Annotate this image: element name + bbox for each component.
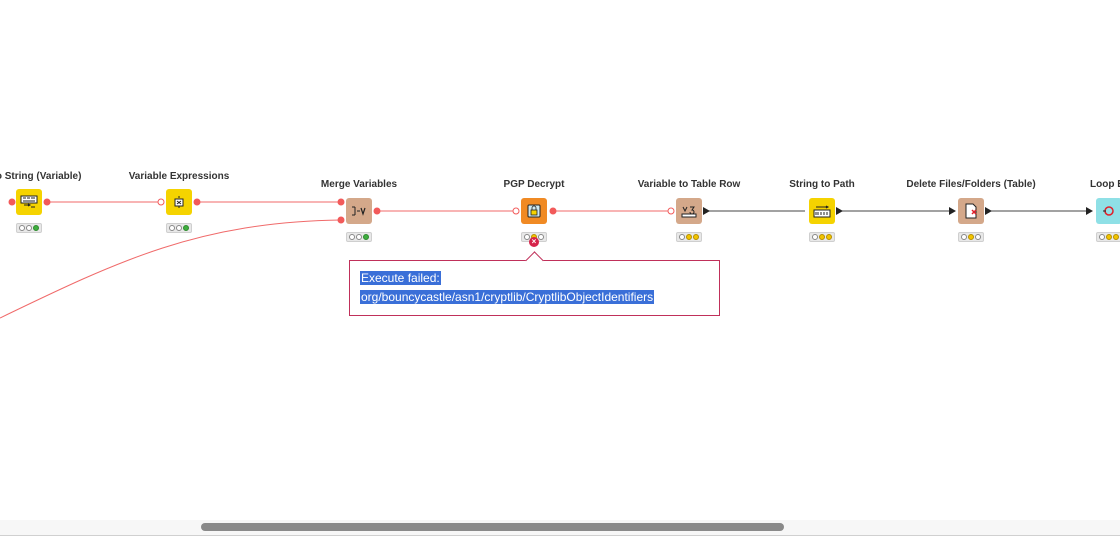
port-n4-out[interactable]	[549, 207, 557, 215]
node-status-n7	[958, 232, 984, 242]
status-light	[169, 225, 175, 231]
status-light	[19, 225, 25, 231]
status-light-green	[33, 225, 39, 231]
status-light-green	[183, 225, 189, 231]
port-n4-in[interactable]	[512, 207, 520, 215]
status-light	[176, 225, 182, 231]
status-light-yellow	[819, 234, 825, 240]
status-light	[961, 234, 967, 240]
node-label-to-string-variable[interactable]: to String (Variable)	[0, 171, 82, 182]
node-status-n8	[1096, 232, 1120, 242]
status-light	[26, 225, 32, 231]
port-n3-out[interactable]	[373, 207, 381, 215]
node-variable-expressions[interactable]	[166, 189, 192, 215]
node-to-string-variable[interactable]	[16, 189, 42, 215]
node-pgp-decrypt[interactable]	[521, 198, 547, 224]
port-n7-in[interactable]	[949, 207, 956, 215]
status-light	[524, 234, 530, 240]
status-light-yellow	[968, 234, 974, 240]
status-light	[349, 234, 355, 240]
status-light-yellow	[686, 234, 692, 240]
status-light	[356, 234, 362, 240]
node-label-merge-variables[interactable]: Merge Variables	[320, 179, 398, 190]
port-n5-in[interactable]	[667, 207, 675, 215]
pgp-decrypt-icon	[527, 204, 541, 218]
port-n3-in1[interactable]	[337, 198, 345, 206]
variable-to-row-icon	[681, 206, 697, 218]
status-light-yellow	[1113, 234, 1119, 240]
merge-variables-icon	[352, 206, 366, 216]
node-status-n6	[809, 232, 835, 242]
node-label-pgp-decrypt[interactable]: PGP Decrypt	[503, 179, 565, 190]
port-n6-out[interactable]	[836, 207, 843, 215]
port-n2-out[interactable]	[193, 198, 201, 206]
node-status-n3	[346, 232, 372, 242]
horizontal-scrollbar-thumb[interactable]	[201, 523, 784, 531]
status-light-yellow	[1106, 234, 1112, 240]
node-variable-to-table-row[interactable]	[676, 198, 702, 224]
port-n8-in[interactable]	[1086, 207, 1093, 215]
port-n5-out[interactable]	[703, 207, 710, 215]
error-icon[interactable]: ×	[529, 237, 539, 247]
node-delete-files-folders[interactable]	[958, 198, 984, 224]
port-n2-in[interactable]	[157, 198, 165, 206]
status-light	[812, 234, 818, 240]
variable-expression-icon	[174, 196, 184, 208]
status-light-green	[363, 234, 369, 240]
node-merge-variables[interactable]	[346, 198, 372, 224]
error-title[interactable]: Execute failed:	[360, 271, 441, 285]
status-light	[679, 234, 685, 240]
status-light-yellow	[693, 234, 699, 240]
status-light-yellow	[826, 234, 832, 240]
port-n3-in2[interactable]	[337, 216, 345, 224]
wire-incoming-n3[interactable]	[0, 219, 342, 319]
node-label-variable-to-table-row[interactable]: Variable to Table Row	[637, 179, 741, 190]
port-n7-out[interactable]	[985, 207, 992, 215]
string-table-icon	[20, 195, 38, 208]
loop-end-icon	[1103, 206, 1114, 216]
node-label-delete-files-folders[interactable]: Delete Files/Folders (Table)	[906, 179, 1036, 190]
error-tooltip[interactable]: Execute failed: org/bouncycastle/asn1/cr…	[349, 251, 720, 316]
node-loop-end[interactable]	[1096, 198, 1120, 224]
node-status-n2	[166, 223, 192, 233]
node-status-n5	[676, 232, 702, 242]
node-label-variable-expressions[interactable]: Variable Expressions	[128, 171, 230, 182]
status-light	[538, 234, 544, 240]
delete-file-icon	[965, 203, 977, 219]
port-n1-out[interactable]	[43, 198, 51, 206]
node-string-to-path[interactable]	[809, 198, 835, 224]
status-light	[1099, 234, 1105, 240]
error-message[interactable]: org/bouncycastle/asn1/cryptlib/CryptlibO…	[360, 290, 655, 304]
canvas-bottom-border	[0, 535, 1120, 536]
port-n1-in[interactable]	[8, 198, 16, 206]
status-light	[975, 234, 981, 240]
node-label-loop-end[interactable]: Loop En	[1090, 179, 1120, 190]
string-to-path-icon	[813, 205, 831, 218]
node-status-n1	[16, 223, 42, 233]
node-label-string-to-path[interactable]: String to Path	[789, 179, 855, 190]
